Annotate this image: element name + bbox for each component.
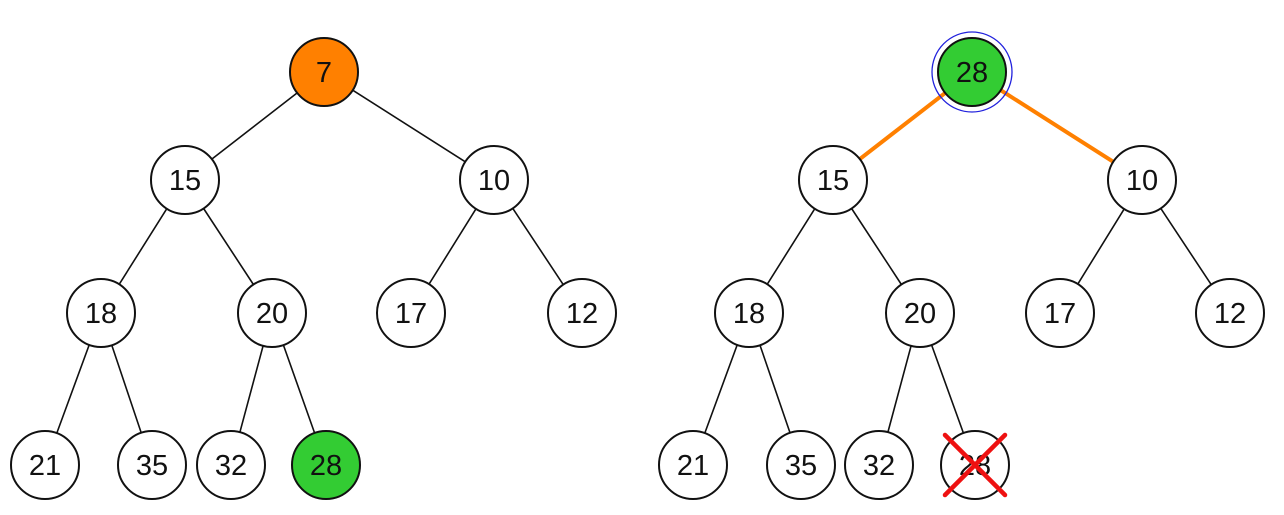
node-circle (798, 145, 868, 215)
tree-edge (703, 344, 739, 434)
node-circle (459, 145, 529, 215)
tree-node: 20 (237, 278, 307, 348)
tree-node: 10 (459, 145, 529, 215)
node-circle (237, 278, 307, 348)
tree-node: 32 (196, 430, 266, 500)
tree-node: 28 (931, 31, 1013, 113)
node-circle (196, 430, 266, 500)
tree-node: 15 (150, 145, 220, 215)
tree-edge (211, 92, 299, 160)
tree-node: 7 (289, 37, 359, 107)
tree-edge (511, 207, 565, 286)
tree-node: 21 (10, 430, 80, 500)
tree-node: 12 (547, 278, 617, 348)
tree-node: 21 (658, 430, 728, 500)
tree-node: 28 (940, 430, 1010, 500)
node-circle (1025, 278, 1095, 348)
node-label: 21 (677, 450, 709, 482)
tree-node: 18 (714, 278, 784, 348)
node-label: 12 (566, 298, 598, 330)
tree-node: 15 (798, 145, 868, 215)
highlight-edge (998, 88, 1116, 164)
node-circle (117, 430, 187, 500)
node-label: 7 (316, 57, 332, 89)
tree-node: 28 (291, 430, 361, 500)
node-circle (658, 430, 728, 500)
node-label: 17 (1044, 298, 1076, 330)
tree-edge (850, 207, 903, 286)
tree-node: 35 (117, 430, 187, 500)
tree-edge (351, 89, 467, 163)
tree-node: 17 (376, 278, 446, 348)
node-circle (937, 37, 1007, 107)
focus-ring (931, 31, 1013, 113)
tree-edge (766, 207, 816, 286)
node-circle (844, 430, 914, 500)
tree-edge (759, 344, 791, 434)
tree-edge (202, 207, 255, 286)
node-circle (1195, 278, 1265, 348)
node-label: 18 (733, 298, 765, 330)
node-circle (150, 145, 220, 215)
highlight-edge (857, 90, 948, 162)
tree-edge (118, 207, 168, 286)
node-label: 20 (256, 298, 288, 330)
tree-node: 18 (66, 278, 136, 348)
node-label: 10 (1126, 165, 1158, 197)
node-circle (289, 37, 359, 107)
node-label: 15 (817, 165, 849, 197)
tree-before: 7 15 10 18 20 17 12 21 35 32 28 (10, 37, 617, 500)
tree-edge (930, 344, 965, 434)
tree-edge (887, 344, 912, 434)
node-circle (885, 278, 955, 348)
node-label: 32 (215, 450, 247, 482)
node-label: 10 (478, 165, 510, 197)
node-label: 28 (310, 450, 342, 482)
tree-node: 20 (885, 278, 955, 348)
tree-after: 28 15 10 18 20 17 12 21 35 32 28 (658, 31, 1265, 500)
tree-node: 32 (844, 430, 914, 500)
tree-edge (428, 208, 477, 286)
node-circle (376, 278, 446, 348)
node-circle (766, 430, 836, 500)
tree-edge (111, 344, 142, 434)
tree-edge (1077, 208, 1125, 285)
node-label: 32 (863, 450, 895, 482)
node-circle (291, 430, 361, 500)
node-label: 17 (395, 298, 427, 330)
node-label: 21 (29, 450, 61, 482)
node-label: 15 (169, 165, 201, 197)
node-circle (547, 278, 617, 348)
tree-node: 35 (766, 430, 836, 500)
delete-stroke (942, 432, 1008, 498)
tree-edge (1160, 207, 1212, 286)
tree-node: 17 (1025, 278, 1095, 348)
delete-cross-icon (942, 432, 1008, 498)
node-circle (714, 278, 784, 348)
tree-edge (282, 344, 316, 434)
node-label: 18 (85, 298, 117, 330)
node-label: 20 (904, 298, 936, 330)
node-label: 12 (1214, 298, 1246, 330)
node-circle (10, 430, 80, 500)
tree-node: 12 (1195, 278, 1265, 348)
tree-edge (55, 344, 90, 434)
node-label: 35 (136, 450, 168, 482)
node-circle (1107, 145, 1177, 215)
node-circle (66, 278, 136, 348)
tree-edge (239, 344, 264, 434)
node-label: 35 (785, 450, 817, 482)
tree-node: 10 (1107, 145, 1177, 215)
node-label: 28 (956, 57, 988, 89)
